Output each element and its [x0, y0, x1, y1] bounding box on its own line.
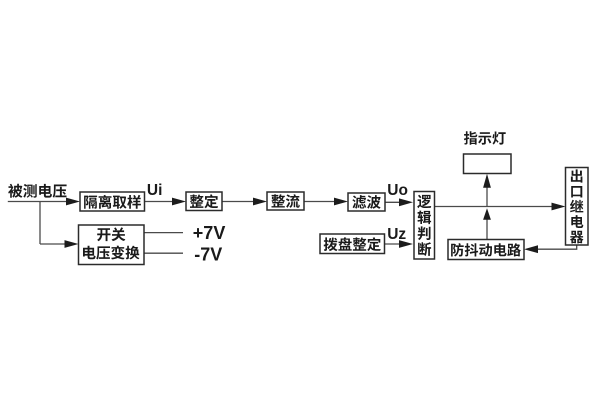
svg-text:+7V: +7V [193, 223, 226, 243]
svg-text:-7V: -7V [194, 244, 222, 264]
svg-text:Uo: Uo [387, 182, 408, 199]
svg-text:Uz: Uz [387, 226, 406, 243]
svg-text:Ui: Ui [147, 182, 163, 199]
